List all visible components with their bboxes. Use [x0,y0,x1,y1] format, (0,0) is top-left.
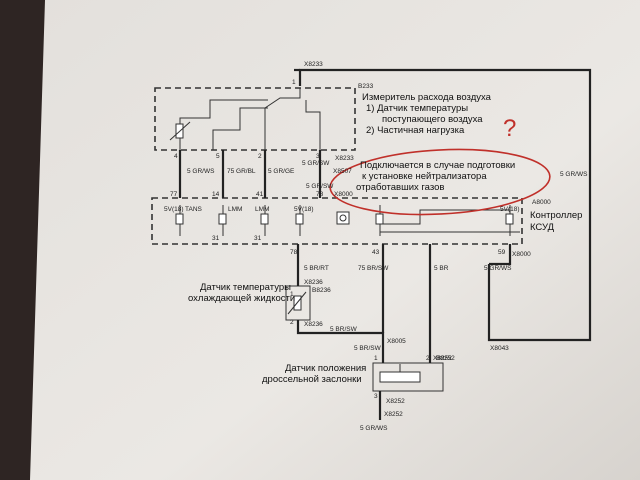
ctrl-resistor-3 [260,213,269,225]
ctrl-resistor-5 [375,213,384,225]
coolant-arrow [287,291,307,315]
conn-x8507: X8507 [333,168,352,175]
wire-label-br-sw: 75 BR/SW [358,265,389,272]
controller-label1: Контроллер [530,210,582,221]
wire-label-gr-ge: 5 GR/GE [268,168,295,175]
maf-resistor-arrow [169,121,191,141]
wire-label-gr-sw1: 5 GR/SW [302,160,330,167]
maf-ref: B233 [358,83,374,90]
ctrl-pin-tans: TANS [185,206,203,213]
maf-internal-3 [264,88,301,150]
ctrl-resistor-1 [175,213,184,225]
conn-x8233b: X8233 [335,155,354,162]
wire-label-br: 5 BR [434,265,449,272]
pin-1b: 1 [290,291,294,298]
pin-14: 14 [212,191,220,198]
coolant-conn-bot: X8236 [304,321,323,328]
wire-label-gr-bl: 75 GR/BL [227,168,256,175]
conn-x8233: X8233 [304,61,323,68]
throttle-ref: B8252 [436,355,455,362]
note-line1: Подключается в случае подготовки [360,160,515,171]
coolant-line1: Датчик температуры [200,282,291,293]
ctrl-resistor-4 [295,213,304,225]
ctrl-pin-5v-right: 5V(18) [500,206,520,213]
throttle-conn: X8252 [386,398,405,405]
pin-59: 59 [498,249,506,256]
wire-coolant-x8005 [296,320,385,363]
pin-2: 2 [258,153,262,160]
pin-41: 41 [256,191,264,198]
note-line3: отработавших газов [356,182,444,193]
wire-label-gr-ws-mid: 5 GR/WS [484,265,512,272]
wire-label-br-rt: 5 BR/RT [304,265,329,272]
ctrl-chip-icon [336,211,350,225]
red-question-mark: ? [503,115,516,142]
pin-3b: 3 [374,393,378,400]
ctrl-pin-lmm1: LMM [228,206,242,213]
controller-label2: КСУД [530,222,555,233]
ctrl-pin-5v-left: 5V(18) [164,206,184,213]
throttle-resistor [379,371,421,383]
wire-label-br-sw2: 5 BR/SW [330,326,358,333]
throttle-sensor-box [372,362,444,392]
wire-label-gr-ws-right: 5 GR/WS [560,171,588,178]
coolant-line2: охлаждающей жидкости [188,293,295,304]
ctrl-resistor-6 [505,213,514,225]
paper-sheet [30,0,640,480]
wire-59 [489,244,512,266]
maf-item1: 1) Датчик температуры [366,103,468,114]
conn-x8043: X8043 [490,345,509,352]
pin-1c: 1 [374,355,378,362]
throttle-line1: Датчик положения [285,363,366,374]
red-ellipse-annotation [329,148,551,216]
note-line2: к установке нейтрализатора [362,171,487,182]
pin-2c: 2 [426,355,430,362]
wire-label-gr-ws-bot: 5 GR/WS [360,425,388,432]
pin-3: 3 [316,153,320,160]
pin-78a: 78 [316,191,324,198]
coolant-conn-top: X8236 [304,279,323,286]
coolant-ref: B8236 [312,287,331,294]
conn-x8000b: X8000 [512,251,531,258]
pin-31b: 31 [254,235,262,242]
maf-item1b: поступающего воздуха [382,114,483,125]
wire-top-loop [298,68,592,342]
ctrl-pin-5v-mid: 5V(18) [294,206,314,213]
ctrl-pin-lmm2: LMM [255,206,269,213]
pin-5: 5 [216,153,220,160]
maf-item2: 2) Частичная нагрузка [366,125,465,136]
maf-box [154,87,356,151]
pin-1: 1 [292,79,296,86]
pin-2b: 2 [290,319,294,326]
wire-label-gr-sw2: 5 GR/SW [306,183,334,190]
pin-78b: 78 [290,249,298,256]
maf-title: Измеритель расхода воздуха [362,92,492,103]
pin-43: 43 [372,249,380,256]
wire-label-gr-ws-left: 5 GR/WS [187,168,215,175]
maf-internal-4 [305,100,321,150]
ctrl-resistor-2 [218,213,227,225]
conn-x8252b: X8252 [384,411,403,418]
pin-31a: 31 [212,235,220,242]
pin-4: 4 [174,153,178,160]
conn-x8252: X8252 [433,355,452,362]
pin-77: 77 [170,191,178,198]
wire-label-br-sw3: 5 BR/SW [354,345,382,352]
maf-internal-2 [212,107,268,150]
controller-ref: A8000 [532,199,551,206]
ctrl-chip-dot [339,214,347,222]
conn-x8005: X8005 [387,338,406,345]
throttle-line2: дроссельной заслонки [262,374,362,385]
conn-x8000a: X8000 [334,191,353,198]
